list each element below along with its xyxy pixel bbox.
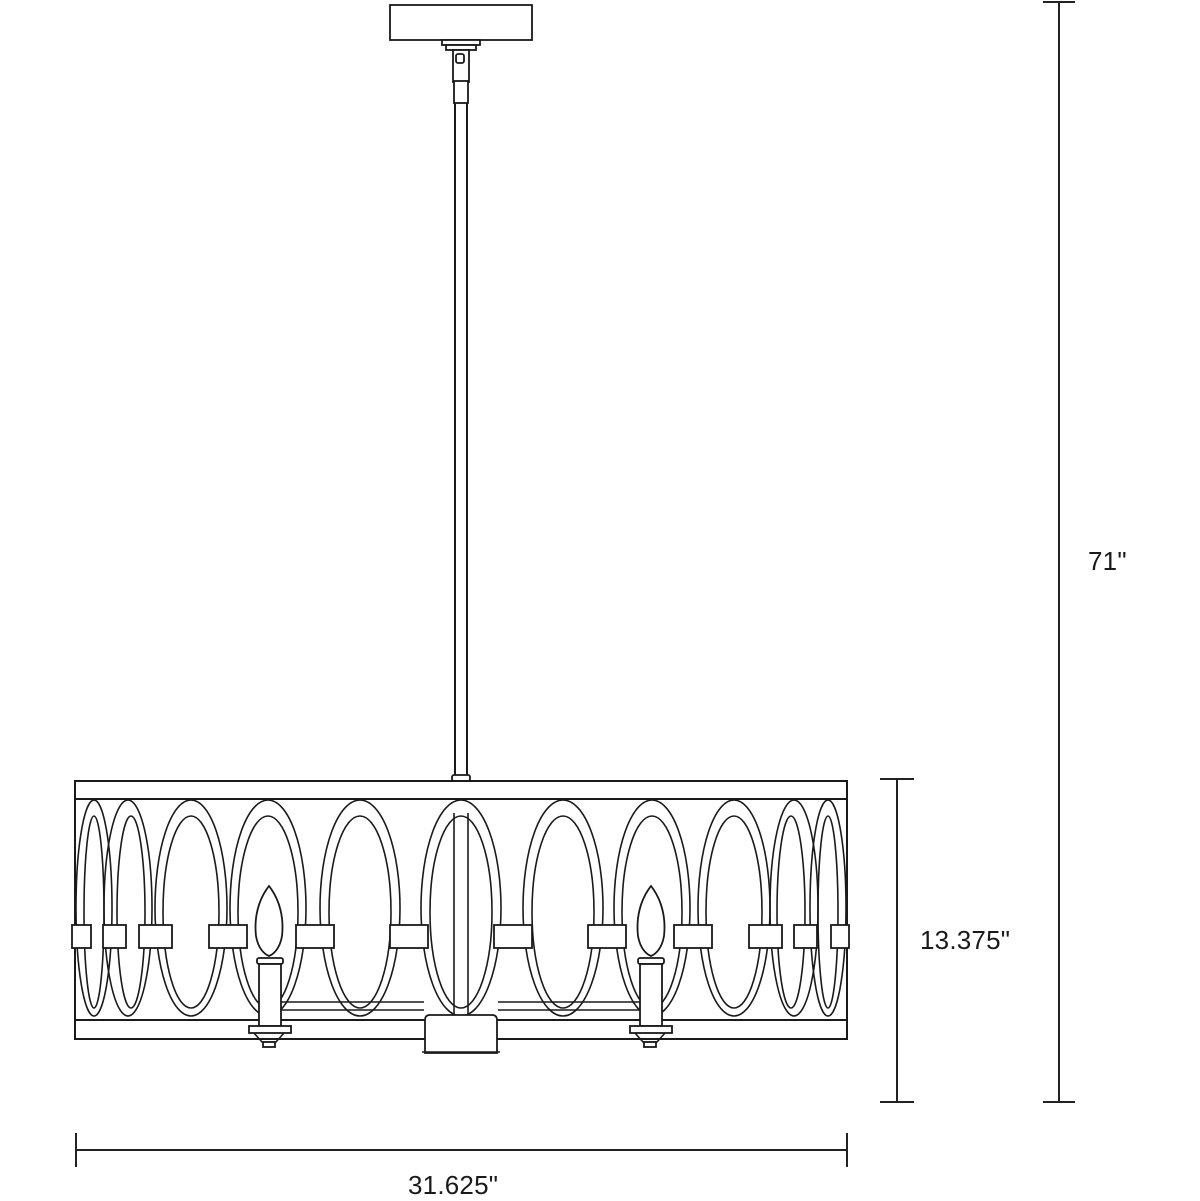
ring-clips [71, 924, 850, 949]
dimension-overall-height [1043, 1, 1075, 1103]
left-candle [248, 884, 292, 1048]
ceiling-canopy [389, 4, 533, 104]
dimension-shade-width [75, 1133, 848, 1167]
overall-height-label: 71" [1088, 546, 1127, 576]
shade-height-label: 13.375" [920, 925, 1011, 955]
center-base [422, 1014, 500, 1054]
drum-shade [74, 780, 848, 1040]
downrod [451, 103, 471, 782]
dimension-shade-height [880, 778, 914, 1103]
oval-rings [75, 799, 847, 1017]
candle-arms [280, 1001, 640, 1011]
right-candle [629, 884, 673, 1048]
shade-width-label: 31.625" [408, 1170, 499, 1200]
